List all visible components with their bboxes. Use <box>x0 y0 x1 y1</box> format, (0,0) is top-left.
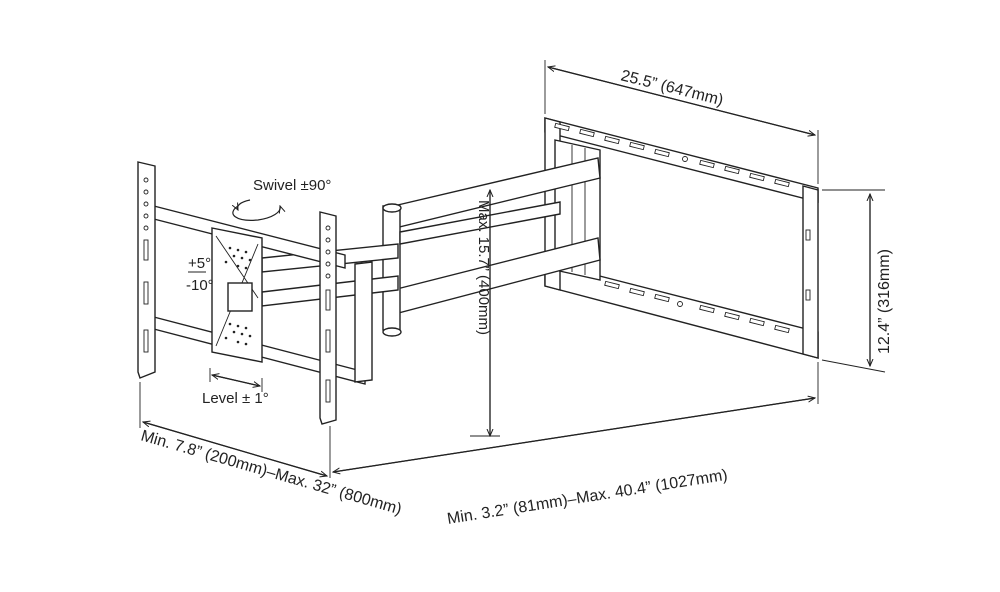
tilt-up-label: +5° <box>188 255 211 272</box>
level-dimension <box>209 368 263 392</box>
left-arm-holes <box>143 177 149 353</box>
wall-plate-height-dimension <box>821 189 886 373</box>
articulating-arms <box>261 139 601 337</box>
tilt-plate-vent-dots <box>224 246 252 346</box>
wall-plate-height-label: 12.4” (316mm) <box>876 249 893 354</box>
vertical-adjust-label: Max. 15.7” (400mm) <box>475 200 492 335</box>
wall-plate-width-dimension <box>544 60 819 184</box>
swivel-label: Swivel ±90° <box>253 177 331 194</box>
wall-plate-bottom-slots <box>604 280 790 334</box>
arm-extension-label: Min. 3.2” (81mm)–Max. 40.4” (1027mm) <box>446 467 729 528</box>
wall-plate-width-label: 25.5” (647mm) <box>619 67 725 109</box>
wall-plate-top-slots <box>554 122 790 188</box>
vesa-range-label: Min. 7.8” (200mm)–Max. 32” (800mm) <box>139 428 404 519</box>
level-label: Level ± 1° <box>202 390 269 407</box>
right-arm-holes <box>325 225 331 403</box>
arm-extension-dimension <box>329 362 819 478</box>
vertical-adjust-dimension <box>470 190 500 436</box>
tv-bracket <box>137 161 373 425</box>
swivel-arrow-icon <box>233 199 280 221</box>
vesa-range-dimension <box>139 382 327 476</box>
tilt-down-label: -10° <box>186 277 214 294</box>
